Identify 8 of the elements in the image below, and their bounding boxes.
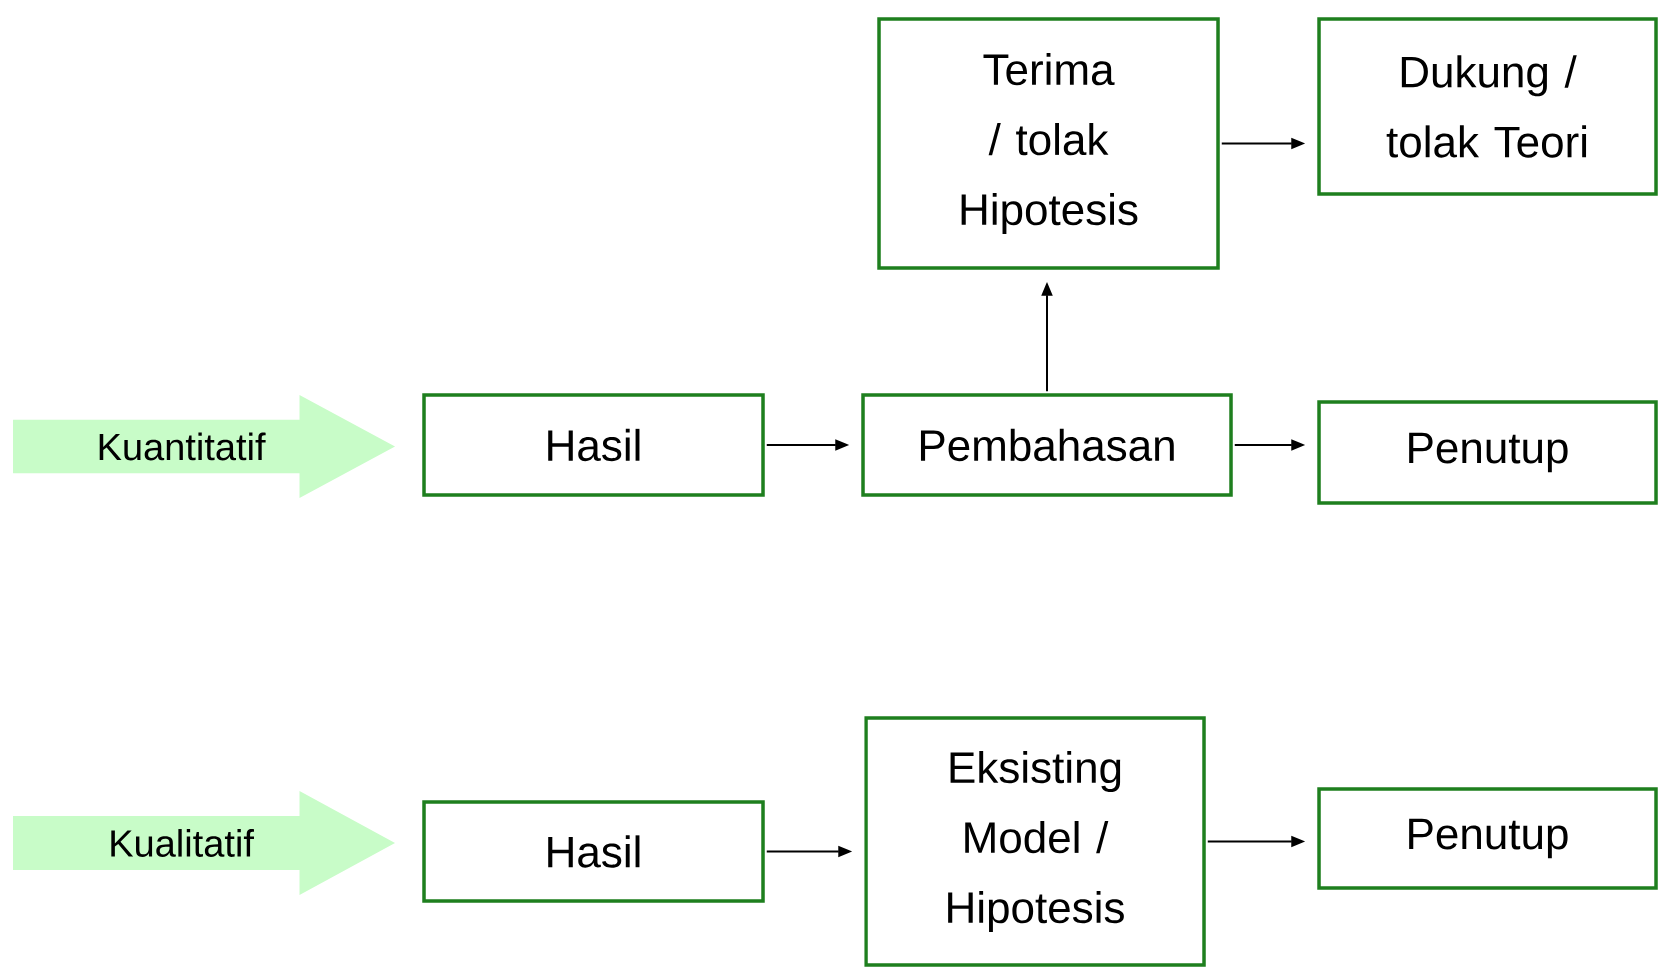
process-box: Penutup (1317, 787, 1658, 890)
process-box: Terima / tolak Hipotesis (877, 17, 1220, 270)
process-box: Eksisting Model / Hipotesis (864, 716, 1206, 967)
process-box: Penutup (1317, 400, 1658, 505)
process-box: Hasil (422, 800, 765, 903)
process-box: Hasil (422, 393, 765, 497)
process-box: Dukung / tolak Teori (1317, 17, 1658, 196)
process-box: Pembahasan (861, 393, 1233, 497)
